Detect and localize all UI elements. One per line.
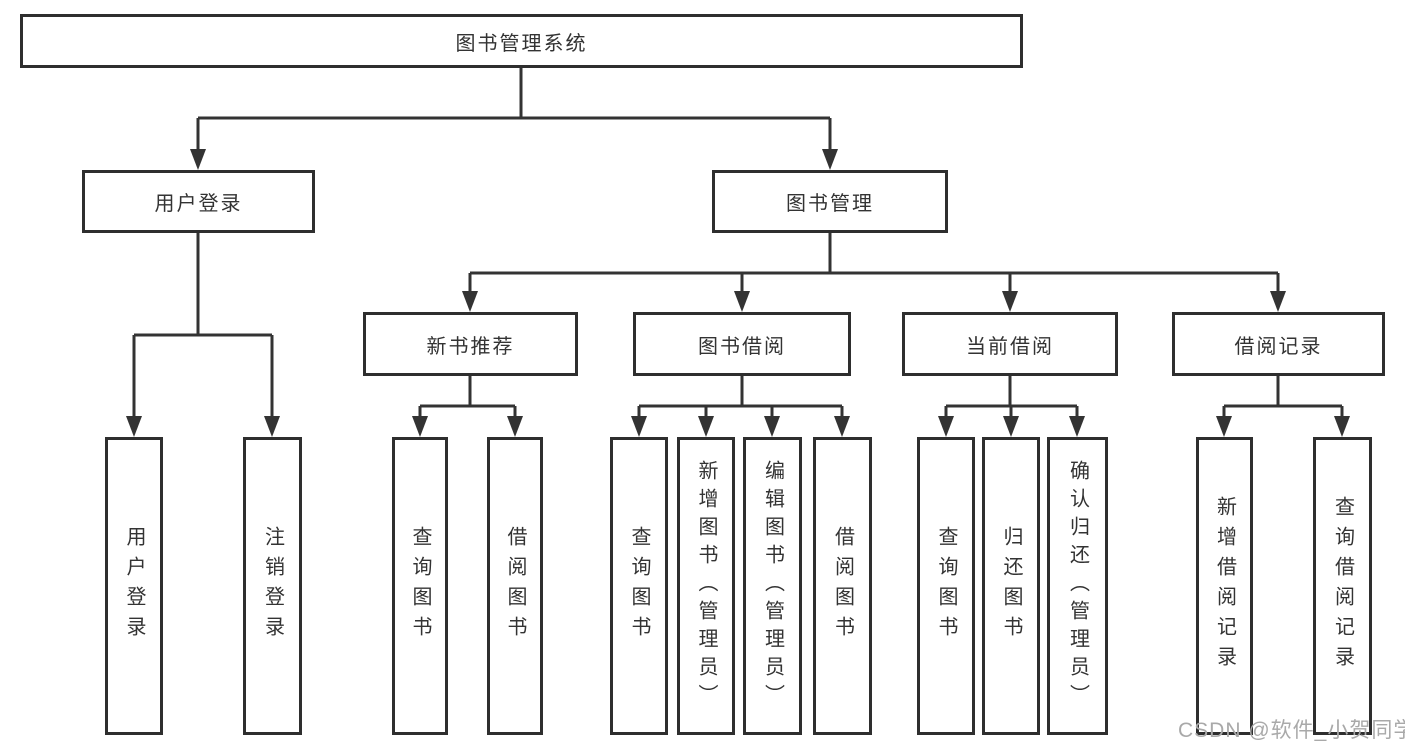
node-label: 确认归还（管理员） [1066, 460, 1089, 712]
node-label: 借阅记录 [1234, 335, 1323, 358]
node-leaf-borrow-books-borrowing: 借阅图书 [813, 437, 872, 735]
node-label: 新增借阅记录 [1213, 496, 1236, 676]
node-label: 用户登录 [154, 193, 243, 215]
arrowheads [126, 149, 1350, 437]
node-label: 用户登录 [123, 526, 145, 646]
node-leaf-add-books-admin: 新增图书（管理员） [677, 437, 735, 735]
node-new-book-recommendation: 新书推荐 [363, 312, 578, 376]
node-label: 查询图书 [628, 526, 650, 646]
node-leaf-confirm-return-admin: 确认归还（管理员） [1047, 437, 1108, 735]
node-leaf-query-books-borrowing: 查询图书 [610, 437, 668, 735]
node-leaf-edit-books-admin: 编辑图书（管理员） [743, 437, 802, 735]
node-book-management: 图书管理 [712, 170, 948, 233]
node-label: 图书管理系统 [455, 32, 588, 55]
node-label: 归还图书 [1000, 526, 1022, 646]
node-library-management-system: 图书管理系统 [20, 14, 1023, 68]
node-label: 借阅图书 [831, 526, 854, 646]
watermark-text: CSDN @软件_小贺同学 [1178, 719, 1405, 742]
node-label: 查询图书 [935, 526, 957, 646]
node-leaf-return-books: 归还图书 [982, 437, 1040, 735]
node-label: 查询图书 [409, 526, 431, 646]
node-label: 编辑图书（管理员） [761, 460, 784, 712]
node-label: 借阅图书 [504, 526, 526, 646]
node-label: 新书推荐 [426, 335, 515, 358]
node-label: 注销登录 [261, 526, 284, 646]
node-leaf-query-borrow-record: 查询借阅记录 [1313, 437, 1372, 735]
node-current-borrowing: 当前借阅 [902, 312, 1118, 376]
node-label: 新增图书（管理员） [695, 460, 717, 712]
node-book-borrowing: 图书借阅 [633, 312, 851, 376]
node-leaf-user-login: 用户登录 [105, 437, 163, 735]
node-leaf-query-books-current: 查询图书 [917, 437, 975, 735]
node-label: 查询借阅记录 [1331, 496, 1354, 676]
node-leaf-logout: 注销登录 [243, 437, 302, 735]
node-label: 图书借阅 [698, 335, 786, 358]
node-leaf-add-borrow-record: 新增借阅记录 [1196, 437, 1253, 735]
node-borrowing-records: 借阅记录 [1172, 312, 1385, 376]
node-label: 当前借阅 [966, 335, 1054, 358]
node-leaf-query-books-recommend: 查询图书 [392, 437, 448, 735]
node-label: 图书管理 [786, 193, 874, 215]
node-leaf-borrow-books-recommend: 借阅图书 [487, 437, 543, 735]
node-user-login: 用户登录 [82, 170, 315, 233]
